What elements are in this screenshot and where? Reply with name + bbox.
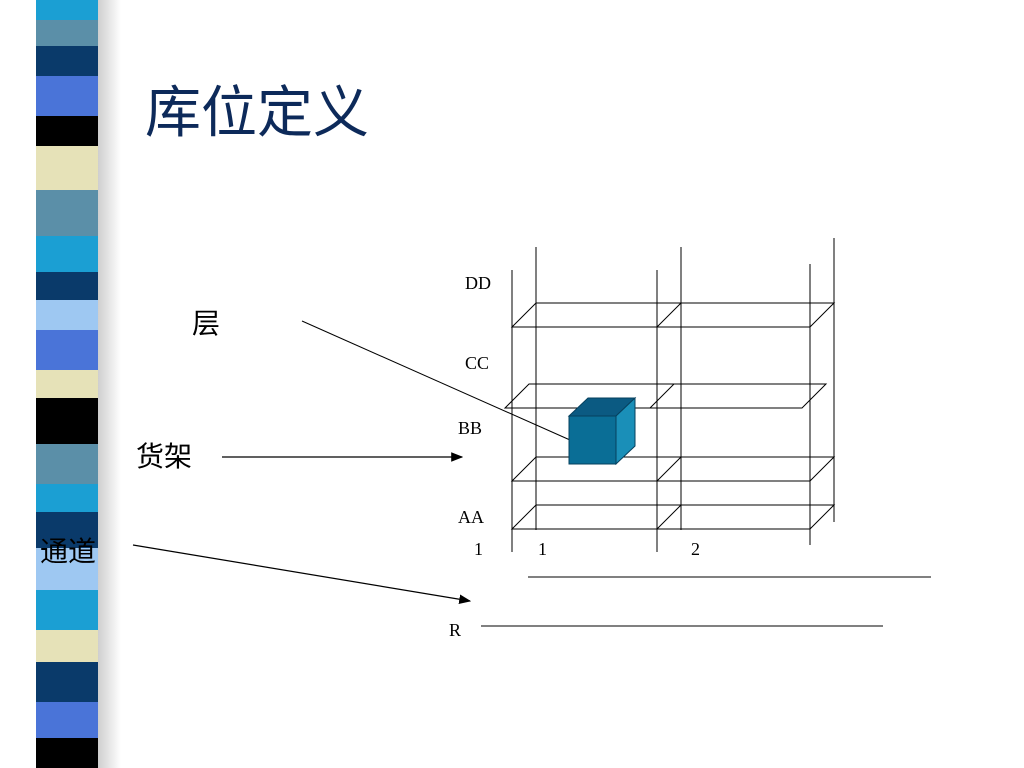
stripe-segment [36,330,98,370]
stripe-segment [36,236,98,272]
column-label-2: 2 [691,539,700,559]
stripe-segment [36,0,98,20]
stripe-segment [36,484,98,512]
label-aisle: 通道 [40,535,97,568]
slide-title: 库位定义 [145,81,369,146]
aisle-pointer-arrow [132,544,472,604]
stripe-segment [36,738,98,768]
column-label-1b: 1 [538,539,547,559]
stripe-segment [36,76,98,116]
decorative-stripe [36,0,98,768]
level-label-aa: AA [458,507,484,527]
stripe-shadow [95,0,121,768]
stripe-segment [36,398,98,444]
level-label-bb: BB [458,418,483,438]
stripe-segment [36,46,98,76]
stripe-segment [36,20,98,46]
rack-frame [503,238,836,552]
stripe-segment [36,702,98,738]
stripe-segment [36,444,98,484]
stripe-segment [36,630,98,662]
stripe-segment [36,512,98,548]
stripe-segment [36,590,98,630]
stripe-segment [36,116,98,146]
stripe-segment [36,300,98,330]
level-label-cc: CC [465,353,490,373]
label-layer: 层 [192,307,221,340]
layer-pointer-line [301,320,571,441]
level-label-dd: DD [465,273,491,293]
label-shelf: 货架 [136,440,193,473]
stripe-segment [36,548,98,590]
stripe-segment [36,146,98,190]
stripe-segment [36,370,98,398]
stripe-segment [36,190,98,236]
stripe-segment [36,272,98,300]
column-label-1a: 1 [474,539,483,559]
stripe-segment [36,662,98,702]
cargo-box [567,396,637,466]
aisle-label-r: R [449,620,462,640]
